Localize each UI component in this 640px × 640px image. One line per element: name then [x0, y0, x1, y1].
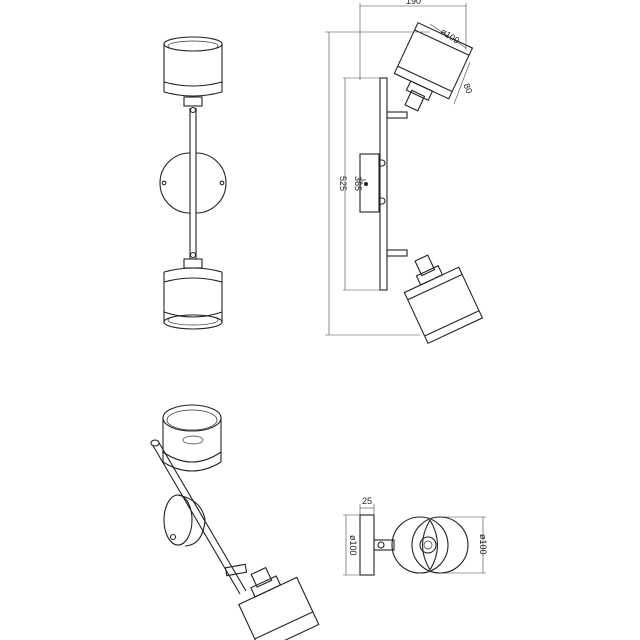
dim-plate-diameter: ø100	[348, 535, 358, 556]
dim-overall-width: 190	[406, 0, 421, 6]
dim-plate-depth: 25	[362, 496, 372, 506]
side-view: 190 ø100 80 525 365	[325, 0, 484, 345]
top-view: 25 ø100 ø100	[343, 496, 488, 576]
dim-bar-length: 365	[353, 176, 363, 191]
front-view	[159, 36, 227, 330]
perspective-view	[150, 404, 320, 640]
dim-head-diameter-top: ø100	[478, 534, 488, 555]
dim-overall-height: 525	[338, 176, 348, 191]
dim-head-height: 80	[462, 82, 475, 95]
